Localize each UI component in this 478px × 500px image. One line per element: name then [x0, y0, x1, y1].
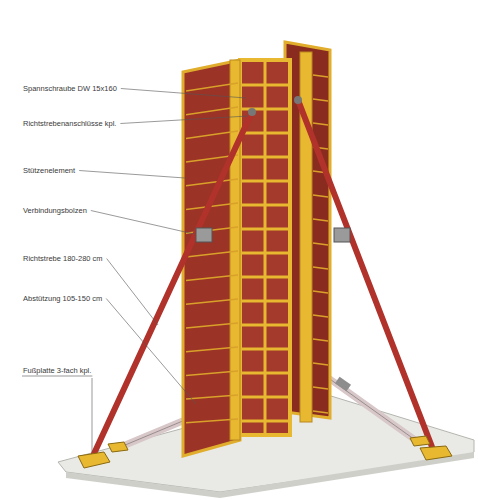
back-rib: [313, 195, 328, 197]
panel-rib: [242, 276, 288, 279]
panel-rib: [242, 204, 288, 207]
panel-rib: [242, 300, 288, 303]
slab-edge: [66, 452, 474, 498]
brace-clamp: [196, 228, 212, 242]
brace-connector: [248, 108, 256, 116]
back-rib: [313, 363, 328, 365]
leader-line: [106, 299, 196, 405]
panel-rib: [242, 372, 288, 375]
side-rib: [186, 179, 238, 186]
leader-line: [22, 376, 92, 377]
side-rib: [186, 395, 238, 399]
side-rib: [186, 419, 238, 423]
leader-line: [120, 116, 248, 124]
panel-rib: [242, 228, 288, 231]
panel-rib: [242, 156, 288, 159]
part-label: Spannschraube DW 15x160: [22, 84, 118, 93]
foot-plate: [420, 446, 452, 460]
back-rib: [313, 99, 328, 101]
adjustment-brace: [92, 112, 252, 458]
side-rib: [186, 107, 238, 115]
side-rib: [186, 131, 238, 138]
side-rib: [186, 347, 238, 352]
leader-line: [121, 89, 246, 99]
leader-line: [92, 378, 93, 452]
panel-rib: [242, 252, 288, 255]
side-rib: [186, 251, 238, 257]
foot-plate: [78, 452, 110, 468]
support-strut: [320, 372, 418, 442]
part-label: Stützenelement: [22, 166, 76, 175]
panel-rib: [242, 180, 288, 183]
part-label: Richtstrebenanschlüsse kpl.: [22, 119, 117, 128]
foot-plate: [108, 442, 128, 452]
part-label: Richtstrebe 180-280 cm: [22, 254, 104, 263]
back-rib: [313, 75, 328, 77]
back-rib: [313, 123, 328, 125]
brace-clamp: [334, 228, 350, 242]
back-rib: [313, 411, 328, 413]
part-label: Fußplatte 3-fach kpl.: [22, 366, 92, 375]
leader-lines: [22, 89, 248, 453]
part-label: Verbindungsbolzen: [22, 206, 88, 215]
panel-rib: [242, 420, 288, 423]
back-rib: [313, 267, 328, 269]
leader-line: [91, 211, 194, 235]
leader-line: [79, 171, 185, 179]
panel-rib: [242, 132, 288, 135]
panel-rib: [242, 396, 288, 399]
panel-rib: [242, 324, 288, 327]
foot-plate: [410, 436, 430, 446]
panel-rib: [242, 84, 288, 87]
side-rib: [186, 323, 238, 328]
brace-connector: [294, 96, 302, 104]
part-label: Abstützung 105-150 cm: [22, 294, 103, 303]
support-strut-line: [320, 372, 418, 442]
adjustment-brace: [298, 100, 434, 452]
back-rib: [313, 219, 328, 221]
strut-spindle: [335, 377, 351, 392]
back-rib: [313, 339, 328, 341]
back-rib: [313, 291, 328, 293]
panel-rib: [242, 348, 288, 351]
front-rib: [264, 62, 267, 433]
back-rib: [313, 387, 328, 389]
back-rib: [313, 315, 328, 317]
side-rib: [186, 275, 238, 281]
side-rib: [186, 371, 238, 375]
back-rib: [313, 243, 328, 245]
leader-line: [107, 259, 158, 326]
side-rib: [186, 83, 238, 91]
side-rib: [186, 299, 238, 304]
